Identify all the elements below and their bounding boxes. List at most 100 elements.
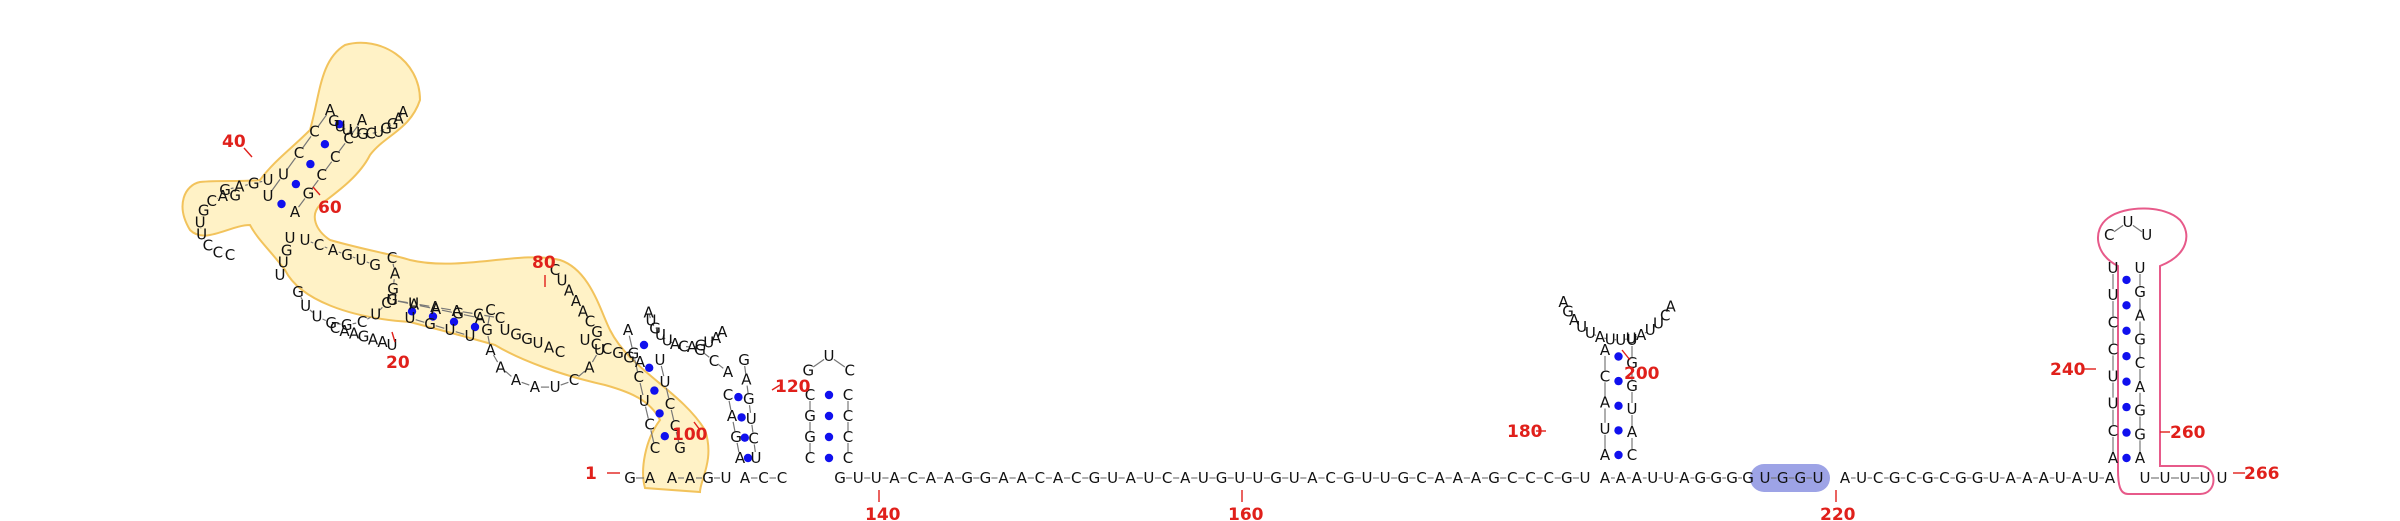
backbone-link [380,128,385,132]
nucleotide: C [843,386,853,404]
backbone-link [341,126,346,130]
backbone-link [348,130,353,133]
backbone-link [644,406,649,419]
backbone-link [694,345,698,348]
nucleotide: G [694,341,706,359]
nucleotide: C [709,352,719,370]
nucleotide-motif: U [1760,469,1771,487]
nucleotide-linker: G [1089,469,1101,487]
backbone-link [338,142,346,153]
backbone-link [367,316,371,320]
nucleotide-loop: G [292,283,304,301]
nucleotide: A [723,363,734,381]
backbone-link [455,331,465,335]
nucleotide-linker: G [961,469,973,487]
nucleotide: A [328,241,339,259]
backbone-link [356,132,361,135]
nucleotide: G [219,181,231,199]
nucleotide-linker: U [871,469,882,487]
backbone-link [302,136,312,149]
nucleotide-loop: A [584,358,595,376]
nucleotide: G [674,439,686,457]
backbone-link [463,314,475,318]
nucleotide: C [314,236,324,254]
nucleotide-loop: C [485,301,495,319]
backbone-link [710,338,715,342]
nucleotide-linker: U [1663,469,1674,487]
aptamer-domain-highlight [181,41,710,494]
nucleotide: G [303,185,315,203]
nucleotide-linker: G [1972,469,1984,487]
nucleotide: A [377,333,388,351]
nucleotide-motif: G [1777,469,1789,487]
nucleotide-loop: C [203,236,213,254]
nucleotide: A [290,203,301,221]
nucleotide: G [2134,283,2146,301]
base-pair-dot [2122,377,2131,386]
nucleotide-linker: C [1543,469,1553,487]
backbone-link [245,184,248,186]
label-160: 160 [1228,505,1264,521]
nucleotide: C [644,415,654,433]
nucleotide-loop: G [229,187,241,205]
backbone-link [1570,314,1572,317]
backbone-link [322,318,327,322]
nucleotide: U [405,309,416,327]
nucleotide-loop: C [365,125,375,143]
backbone-link [732,421,736,432]
nucleotide-linker: G [1270,469,1282,487]
nucleotide-loop: C [206,192,216,210]
nucleotide-loop: C [357,313,367,331]
nucleotide: G [281,241,293,259]
label-240: 240 [2050,360,2086,380]
nucleotide: C [602,340,612,358]
nucleotide: U [356,251,367,269]
nucleotide-linker: G [1216,469,1228,487]
nucleotide-linker: G [1710,469,1722,487]
nucleotide-linker: A [1017,469,1028,487]
nucleotide-loop: U [1576,318,1587,336]
nucleotide: A [741,371,752,389]
nucleotide-linker: G [1694,469,1706,487]
base-pair-dot [824,390,834,400]
backbone-link [578,370,586,377]
backbone-link [1564,305,1567,308]
nucleotide: A [1600,446,1611,464]
nucleotide-5prime: G [624,469,636,487]
nucleotide: A [234,178,245,196]
backbone-link [462,311,473,314]
nucleotide-linker: G [1397,469,1409,487]
nucleotide: G [424,315,436,333]
backbone-link [651,322,655,327]
nucleotide: A [2108,449,2119,467]
base-pair-dot [291,179,301,189]
nucleotide: A [735,449,746,467]
base-pair-dot [639,340,649,350]
nucleotide: A [430,298,441,316]
nucleotide: U [278,254,289,272]
nucleotide-linker: U [1380,469,1391,487]
nucleotide: G [358,328,370,346]
base-pair-dot [320,140,330,149]
backbone-link [628,335,633,348]
nucleotide-linker: C [1507,469,1517,487]
base-pair-dot [2122,428,2131,437]
nucleotide: A [564,282,575,300]
base-pair-dot [428,312,438,321]
nucleotide-loop: U [2141,226,2152,244]
backbone-link [648,314,651,319]
backbone-link [634,359,639,372]
nucleotide-loop: G [328,112,340,130]
backbone-link [744,365,747,374]
backbone-link [662,336,666,340]
nucleotide: U [2108,395,2119,413]
nucleotide: U [721,469,732,487]
label-200: 200 [1624,364,1660,384]
nucleotide: C [555,343,565,361]
nucleotide-loop: A [670,335,681,353]
nucleotide: C [550,261,560,279]
nucleotide: G [612,344,624,362]
base-pair-dot [2122,352,2131,361]
nucleotide-loop: A [390,264,401,282]
nucleotide: U [500,321,511,339]
